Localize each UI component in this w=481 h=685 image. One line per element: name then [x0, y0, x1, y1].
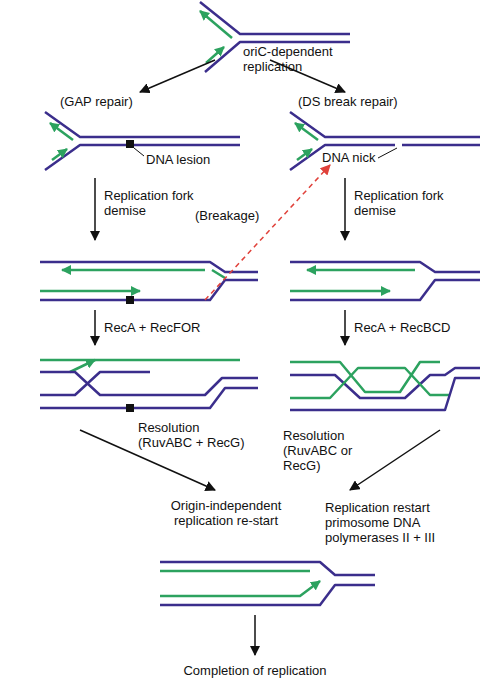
new-strand [50, 123, 73, 140]
stage-label: Resolution (RuvABC + RecG) [138, 420, 248, 450]
leader-line [134, 148, 144, 156]
new-strand [295, 123, 318, 140]
dna-strand [160, 562, 375, 575]
dna-strand [290, 378, 480, 410]
stage-label: Replication fork demise [354, 188, 469, 218]
new-strand [70, 360, 95, 372]
stage-label: Completion of replication [155, 663, 355, 678]
new-strand [62, 270, 225, 278]
new-strand [290, 368, 450, 398]
new-strand [200, 11, 232, 38]
stage-label: DNA lesion [146, 152, 236, 167]
flow-arrow [344, 310, 346, 345]
stage-label: Origin-independent replication re-start [160, 498, 292, 528]
dna-strand [40, 372, 258, 395]
flow-arrow [140, 60, 215, 92]
leader-line [378, 148, 397, 158]
stage-label: oriC-dependent replication [243, 44, 383, 74]
dna-lesion [126, 404, 134, 412]
breakage-arrow [205, 165, 330, 300]
stage-label: RecA + RecFOR [104, 320, 224, 335]
stage-label: RecA + RecBCD [354, 320, 474, 335]
dna-lesion [126, 296, 134, 304]
flow-arrow [254, 615, 256, 655]
flow-arrow [350, 430, 440, 490]
new-strand [52, 149, 67, 160]
dna-strand [290, 368, 480, 398]
new-strand [40, 290, 140, 293]
new-strand [40, 359, 240, 362]
flow-arrow [94, 178, 96, 240]
new-strand [297, 149, 312, 160]
new-strand [160, 570, 310, 573]
stage-label: (GAP repair) [60, 94, 180, 109]
new-strand [290, 290, 390, 293]
dna-strand [45, 112, 240, 137]
dna-strand [45, 145, 240, 170]
dna-strand [402, 144, 480, 147]
stage-label: Resolution (RuvABC or RecG) [283, 428, 393, 473]
stage-label: (Breakage) [195, 208, 275, 223]
flow-arrow [94, 310, 96, 345]
new-strand [307, 269, 415, 272]
dna-strand [40, 388, 258, 408]
dna-strand [40, 280, 258, 300]
stage-label: DNA nick [322, 150, 392, 165]
new-strand [160, 581, 320, 596]
dna-strand [290, 280, 480, 300]
flow-arrow [344, 178, 346, 240]
dna-strand [290, 112, 480, 137]
dna-strand [290, 262, 480, 272]
stage-label: Replication restart primosome DNA polyme… [325, 500, 475, 545]
dna-strand [40, 372, 150, 395]
dna-lesion [126, 140, 134, 148]
stage-label: (DS break repair) [298, 94, 438, 109]
